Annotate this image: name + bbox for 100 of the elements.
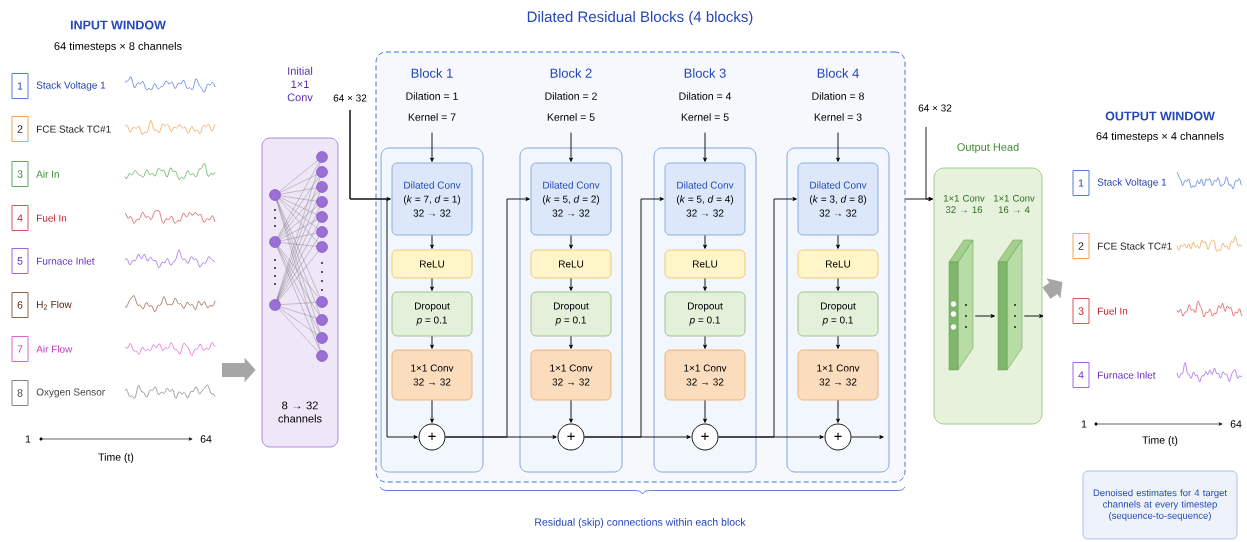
arrow (445, 435, 557, 439)
conv-box: Dilated Conv (k = 5, d = 4) 32 → 32 (664, 162, 746, 236)
block-parameter: Kernel = 5 (547, 113, 595, 121)
arrow (569, 234, 573, 249)
block-title: Block 4 (817, 68, 859, 78)
arrow (430, 132, 434, 162)
section-title: OUTPUT WINDOW (1105, 111, 1215, 121)
caption-text: Residual (skip) connections within each block (535, 518, 746, 528)
number-box: 1 (11, 73, 29, 99)
section-title: INPUT WINDOW (70, 20, 166, 30)
number-box: 5 (11, 248, 29, 274)
channel-name: Furnace Inlet (37, 257, 95, 265)
dropout-box: Dropout p = 0.1 (530, 291, 612, 337)
section-subtitle: 64 timesteps × 4 channels (1096, 131, 1224, 143)
channel-name: H$_{2}$ Flow (37, 300, 72, 310)
number-box: 2 (1072, 233, 1090, 259)
activation-box: ReLU (664, 249, 746, 279)
number-box: 8 (11, 380, 29, 406)
channel-name: Furnace Inlet (1098, 371, 1156, 379)
axis-title: Time (t) (1142, 436, 1178, 446)
conv-box: 1×1 Conv 32 → 32 (391, 349, 473, 401)
number-box: 6 (11, 292, 29, 318)
block-title: Block 2 (550, 68, 592, 78)
block-parameter: Dilation = 2 (545, 92, 597, 100)
note-box: Denoised estimates for 4 target channels at every timestep (sequence-to-sequence) (1082, 470, 1238, 540)
arrow (569, 277, 573, 291)
arrow (430, 399, 434, 423)
arrow (349, 109, 418, 439)
arrow (430, 234, 434, 249)
arrow (703, 335, 707, 349)
arrow (584, 435, 691, 439)
arrow (703, 234, 707, 249)
layer-slab (997, 239, 1023, 371)
block-parameter: Kernel = 7 (408, 113, 456, 121)
conv-box: Dilated Conv (k = 3, d = 8) 32 → 32 (797, 162, 879, 236)
conv-box: 1×1 Conv 32 → 32 (530, 349, 612, 401)
axis-label: 64 (200, 435, 212, 443)
arrow (703, 277, 707, 291)
axis-label: 1 (1081, 420, 1087, 428)
edge-label: 64 × 32 (331, 92, 369, 104)
layer-heading: Initial 1×1 Conv (287, 66, 313, 102)
dropout-box: Dropout p = 0.1 (664, 291, 746, 337)
layer-label: 1×1 Conv 32 → 16 (944, 194, 985, 214)
activation-box: ReLU (797, 249, 879, 279)
layer-slab (948, 239, 974, 371)
number-box: 4 (1072, 362, 1090, 388)
section-subtitle: 64 timesteps × 8 channels (54, 41, 182, 53)
channel-name: Stack Voltage 1 (1097, 178, 1167, 188)
arrow (836, 234, 840, 249)
conv-box: 1×1 Conv 32 → 32 (664, 349, 746, 401)
channel-name: Air In (36, 170, 59, 178)
channel-name: FCE Stack TC#1 (1098, 242, 1172, 250)
arrow (430, 277, 434, 291)
activation-box: ReLU (391, 249, 473, 279)
number-box: 3 (11, 161, 29, 187)
block-title: Block 3 (684, 68, 726, 78)
number-box: 4 (11, 205, 29, 231)
block-parameter: Dilation = 8 (812, 92, 864, 100)
arrow (836, 132, 840, 162)
edge-label: 64 × 32 (916, 102, 954, 114)
block-parameter: Dilation = 4 (679, 92, 732, 100)
arrow (569, 399, 573, 423)
conv-box: Dilated Conv (k = 7, d = 1) 32 → 32 (391, 162, 473, 236)
arrow (851, 435, 884, 439)
arrow (836, 335, 840, 349)
conv-box: 1×1 Conv 32 → 32 (797, 349, 879, 401)
dropout-box: Dropout p = 0.1 (797, 291, 879, 337)
block-parameter: Kernel = 3 (814, 113, 862, 121)
channel-name: Fuel In (37, 214, 67, 222)
conv-box: Dilated Conv (k = 5, d = 2) 32 → 32 (530, 162, 612, 236)
block-title: Block 1 (411, 68, 453, 78)
arrow (925, 126, 933, 201)
activation-box: ReLU (530, 249, 612, 279)
arrow (718, 435, 824, 439)
arrow (569, 335, 573, 349)
dropout-box: Dropout p = 0.1 (391, 291, 473, 337)
axis-label: 64 (1230, 420, 1242, 428)
arrow (836, 399, 840, 423)
axis-label: 1 (25, 435, 31, 443)
arrow (974, 314, 996, 318)
head-title: Output Head (957, 142, 1019, 154)
channel-name: Oxygen Sensor (36, 388, 105, 398)
number-box: 2 (11, 116, 29, 142)
number-box: 3 (1072, 298, 1090, 324)
arrow (1023, 314, 1044, 318)
channel-name: Fuel In (1098, 307, 1128, 315)
channel-name: FCE Stack TC#1 (37, 125, 111, 133)
arrow (836, 277, 840, 291)
layer-label: 1×1 Conv 16 → 4 (994, 194, 1035, 214)
arrow (703, 399, 707, 423)
axis-title: Time (t) (98, 453, 134, 463)
block-parameter: Dilation = 1 (406, 92, 458, 100)
channel-name: Air Flow (36, 345, 73, 353)
block-arrow (1042, 278, 1063, 299)
channel-name: Stack Voltage 1 (36, 81, 106, 91)
arrow (703, 132, 707, 162)
group-title: Dilated Residual Blocks (4 blocks) (527, 11, 753, 25)
arrow (430, 335, 434, 349)
number-box: 1 (1072, 170, 1090, 196)
block-parameter: Kernel = 5 (681, 113, 729, 121)
